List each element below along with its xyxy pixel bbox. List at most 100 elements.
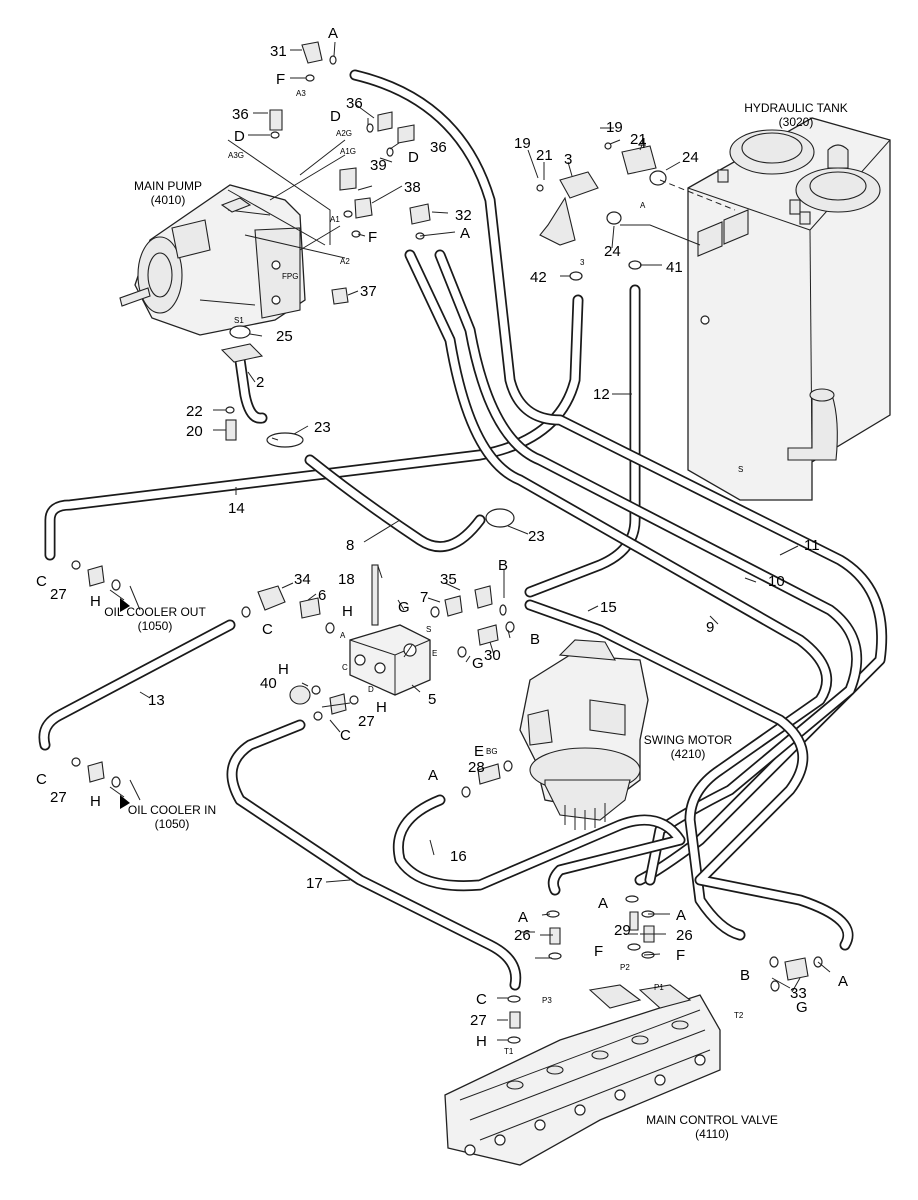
seal-B-33: B (740, 967, 750, 984)
port-markings: A3 A3G A2G A1G A1 A2 FPG S1 3 A S A S C … (228, 89, 744, 1056)
callout-19b: 19 (606, 119, 623, 136)
callout-22: 22 (186, 403, 203, 420)
main-control-valve-code: (4110) (695, 1127, 729, 1141)
callout-17: 17 (306, 875, 323, 892)
oil-cooler-out-arrow (120, 598, 130, 612)
port-A1: A1 (330, 215, 340, 224)
port-P3: P3 (542, 996, 552, 1005)
callout-33: 33 (790, 985, 807, 1002)
seal-C-34: C (262, 621, 273, 638)
seal-A-28: A (428, 767, 438, 784)
callout-37: 37 (360, 283, 377, 300)
port-A3G: A3G (228, 151, 244, 160)
seal-A-33: A (838, 973, 848, 990)
seal-B-15: B (530, 631, 540, 648)
seal-D-c: D (408, 149, 419, 166)
seal-C-mcv: C (476, 991, 487, 1008)
o-rings (71, 55, 823, 1044)
callout-19a: 19 (514, 135, 531, 152)
callout-31: 31 (270, 43, 287, 60)
seal-G-33: G (796, 999, 808, 1016)
leader-lines (109, 41, 831, 1041)
seal-D-b: D (330, 108, 341, 125)
seal-A-mcv2: A (598, 895, 608, 912)
callout-26a: 26 (514, 927, 531, 944)
main-pump-code: (4010) (151, 193, 186, 207)
port-T2: T2 (734, 1011, 744, 1020)
seal-F-mcv1: F (594, 943, 603, 960)
seal-A-hoses: A (460, 225, 470, 242)
seal-A-top: A (328, 25, 338, 42)
port-S-block: S (426, 625, 431, 634)
callout-9: 9 (706, 619, 714, 636)
hose-8 (304, 454, 486, 553)
hose-15 (524, 599, 854, 951)
seal-F-a1: F (368, 229, 377, 246)
seal-C-cool2: C (36, 771, 47, 788)
seal-B-35: B (498, 557, 508, 574)
port-D-block: D (368, 685, 374, 694)
seal-F-mcv2: F (676, 947, 685, 964)
callout-27b: 27 (50, 789, 67, 806)
oil-cooler-in-code: (1050) (155, 817, 190, 831)
callout-23a: 23 (314, 419, 331, 436)
port-P1: P1 (654, 983, 664, 992)
port-BG: BG (486, 747, 498, 756)
seal-H-6: H (342, 603, 353, 620)
callout-14: 14 (228, 500, 245, 517)
port-A2G: A2G (336, 129, 352, 138)
callout-41: 41 (666, 259, 683, 276)
port-A-tank: A (640, 201, 646, 210)
hose-16 (392, 794, 686, 896)
callout-3: 3 (564, 151, 572, 168)
callout-2: 2 (256, 374, 264, 391)
manifold-block-5 (349, 624, 431, 696)
callout-38: 38 (404, 179, 421, 196)
callout-13: 13 (148, 692, 165, 709)
main-control-valve-label: MAIN CONTROL VALVE (646, 1113, 778, 1127)
seal-H-cool2: H (90, 793, 101, 810)
callout-27c: 27 (358, 713, 375, 730)
port-A2: A2 (340, 257, 350, 266)
callout-29: 29 (614, 922, 631, 939)
seal-A-mcv3: A (676, 907, 686, 924)
callout-36b: 36 (346, 95, 363, 112)
port-C-block: C (342, 663, 348, 672)
seal-G-35: G (398, 599, 410, 616)
callout-8: 8 (346, 537, 354, 554)
seal-H-mcv: H (476, 1033, 487, 1050)
callout-23b: 23 (528, 528, 545, 545)
callout-5: 5 (428, 691, 436, 708)
callout-18: 18 (338, 571, 355, 588)
main-pump-label: MAIN PUMP (134, 179, 202, 193)
seal-C-cool1: C (36, 573, 47, 590)
port-T1: T1 (504, 1047, 514, 1056)
callout-7: 7 (420, 589, 428, 606)
seal-F-pump: F (276, 71, 285, 88)
callout-32: 32 (455, 207, 472, 224)
seal-E-28: E (474, 743, 484, 760)
fittings (87, 41, 809, 1029)
hose-group (38, 69, 888, 991)
callout-28: 28 (468, 759, 485, 776)
callout-36a: 36 (232, 106, 249, 123)
callout-16: 16 (450, 848, 467, 865)
swing-motor-code: (4210) (671, 747, 706, 761)
oil-cooler-in-arrow (120, 795, 130, 809)
hose-13 (38, 619, 236, 751)
seal-C-27: C (340, 727, 351, 744)
callout-6: 6 (318, 587, 326, 604)
callout-24b: 24 (604, 243, 621, 260)
callout-42: 42 (530, 269, 547, 286)
port-A1G: A1G (340, 147, 356, 156)
seal-H-40: H (278, 661, 289, 678)
hose-17 (226, 719, 522, 991)
callout-35: 35 (440, 571, 457, 588)
callout-15: 15 (600, 599, 617, 616)
hose-12 (524, 284, 641, 598)
port-3: 3 (580, 258, 585, 267)
callout-11: 11 (804, 537, 820, 554)
callout-20: 20 (186, 423, 203, 440)
callout-36c: 36 (430, 139, 447, 156)
